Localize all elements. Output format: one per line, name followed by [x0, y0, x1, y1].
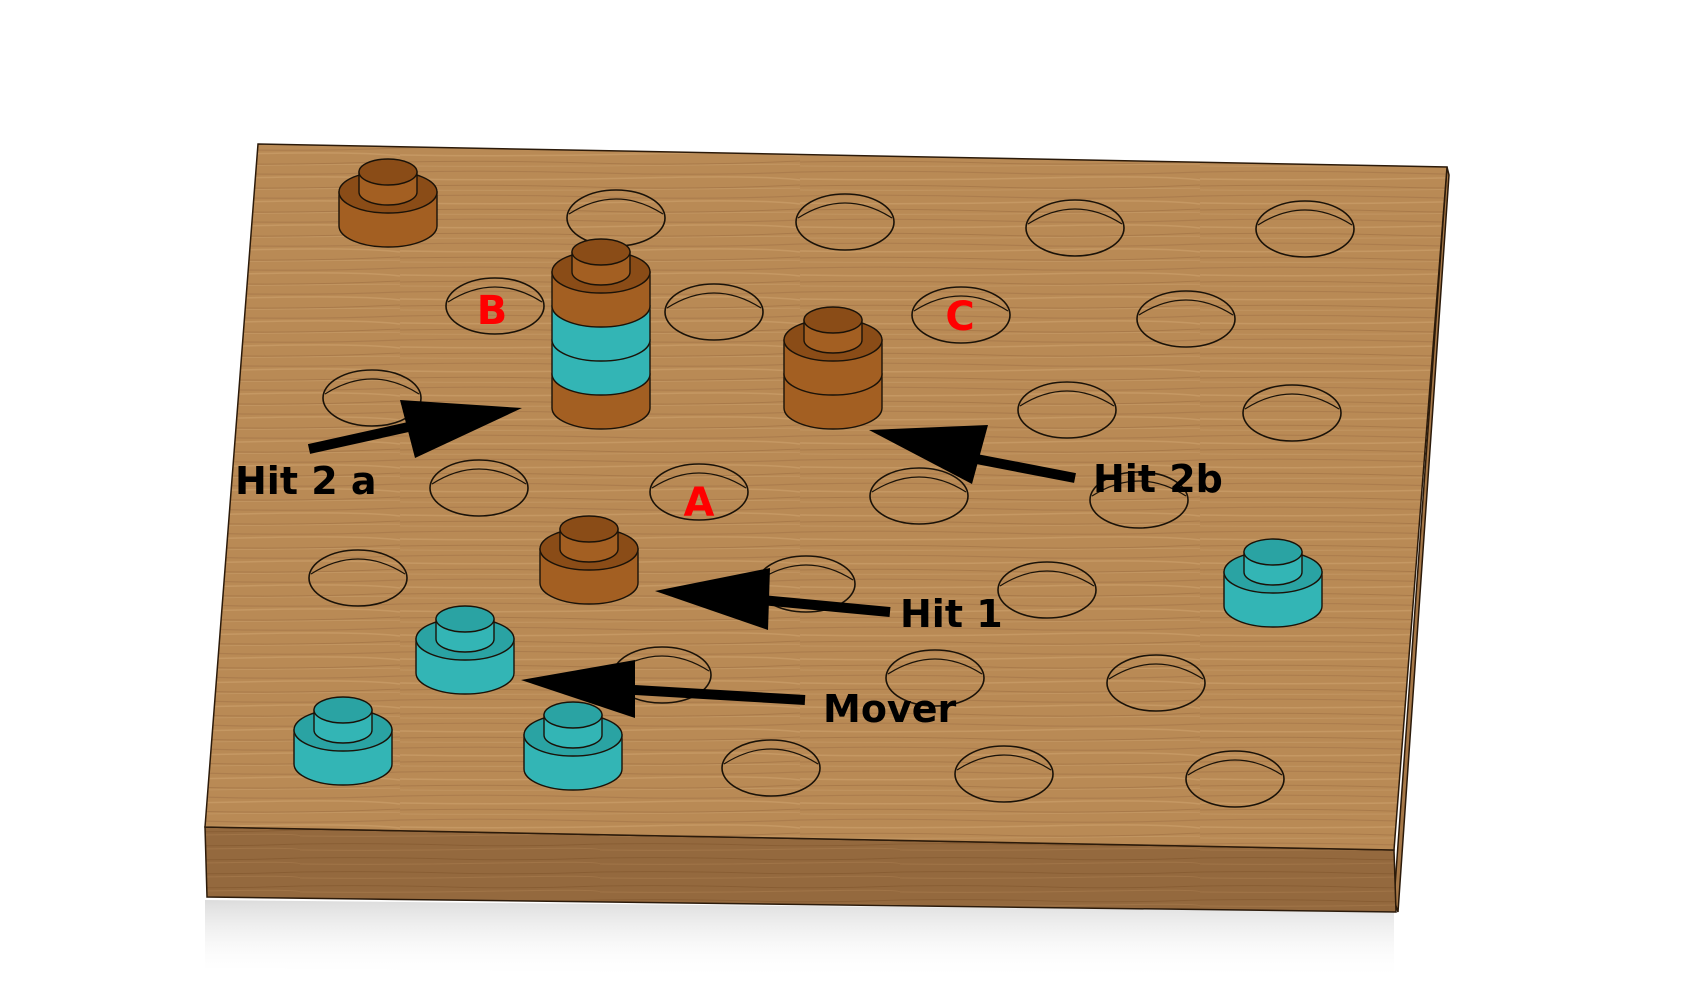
label-mover: Mover — [823, 687, 956, 731]
board-hole — [869, 467, 969, 525]
board-holes — [308, 189, 1355, 808]
board-hole — [954, 745, 1054, 803]
board-hole — [911, 286, 1011, 344]
game-piece — [338, 158, 438, 248]
game-piece — [551, 238, 651, 430]
game-piece — [415, 605, 515, 695]
board-hole — [445, 277, 545, 335]
board-reflection — [205, 900, 1394, 980]
board-side-face — [1393, 166, 1450, 913]
board-hole — [997, 561, 1097, 619]
board-hole — [1255, 200, 1355, 258]
board-hole — [1136, 290, 1236, 348]
label-hit-2b: Hit 2b — [1093, 457, 1223, 501]
arrow-hit-2b — [869, 425, 1076, 484]
game-piece — [1223, 538, 1323, 628]
arrow-hit-1 — [655, 568, 891, 630]
board-hole — [308, 549, 408, 607]
arrow-mover — [521, 660, 806, 718]
board-hole — [1242, 384, 1342, 442]
board-hole — [1106, 654, 1206, 712]
board-hole — [429, 459, 529, 517]
board-hole — [322, 369, 422, 427]
board-pieces — [293, 158, 1323, 791]
board-hole — [1185, 750, 1285, 808]
board-hole — [649, 463, 749, 521]
game-piece — [539, 515, 639, 605]
board-hole — [1089, 471, 1189, 529]
arrow-hit-2a — [307, 400, 522, 458]
game-piece — [293, 696, 393, 786]
label-hit-1: Hit 1 — [900, 592, 1003, 636]
game-piece — [783, 306, 883, 430]
board-hole — [721, 739, 821, 797]
board-hole — [1017, 381, 1117, 439]
board-hole — [795, 193, 895, 251]
board-hole — [1025, 199, 1125, 257]
board-hole — [885, 649, 985, 707]
cell-label-a: A — [684, 480, 715, 526]
game-piece — [523, 701, 623, 791]
board-hole — [664, 283, 764, 341]
cell-label-c: C — [945, 294, 974, 340]
cell-label-b: B — [477, 288, 508, 334]
label-hit-2a: Hit 2 a — [235, 459, 377, 503]
